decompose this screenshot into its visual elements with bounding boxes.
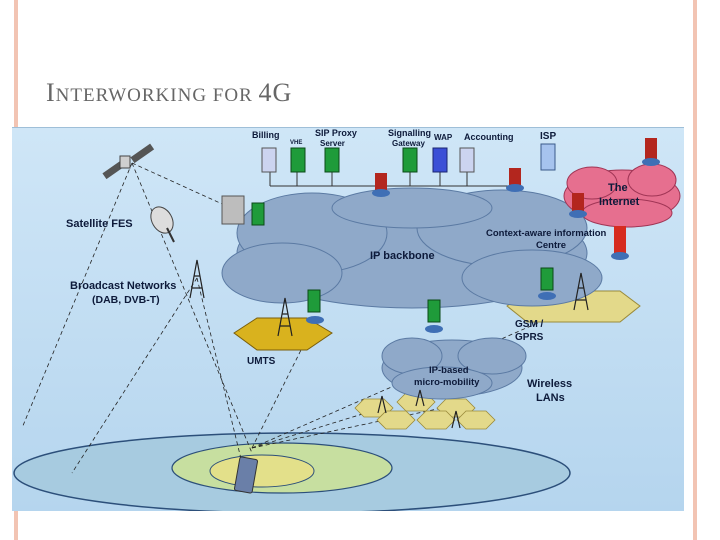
router-icon (375, 173, 387, 191)
wap-label: WAP (434, 133, 453, 142)
ip-micro-label-line1: IP-based (429, 365, 469, 376)
wlan-label-line2: LANs (536, 392, 565, 404)
ip-backbone-label: IP backbone (370, 250, 435, 262)
signalling-label-line2: Gateway (392, 139, 425, 148)
routers (372, 138, 660, 260)
sip-proxy-label-line2: Server (320, 139, 345, 148)
internet-cloud (563, 163, 681, 228)
billing-server-icon (261, 147, 277, 173)
umts-server-icon (307, 289, 321, 313)
satellite-icon (102, 143, 155, 180)
router-icon (572, 193, 584, 211)
coverage-ellipses (13, 432, 571, 511)
signalling-label-line1: Signalling (388, 128, 431, 138)
satellite-gateway-icon (221, 195, 245, 225)
router-icon (509, 168, 521, 186)
gsm-server-icon (540, 267, 554, 291)
ip-micro-label-line2: micro-mobility (414, 377, 480, 388)
context-centre-label-line1: Context-aware information (486, 228, 607, 239)
router-base-icon (538, 292, 556, 300)
umts-cell (233, 317, 333, 351)
internet-label-line2: Internet (599, 196, 640, 208)
isp-label: ISP (540, 131, 556, 142)
satellite-fes-label: Satellite FES (66, 218, 133, 230)
wlan-cells (354, 392, 496, 430)
right-border-stripe (693, 0, 697, 540)
title-four: 4 (258, 78, 273, 107)
accounting-server-icon (459, 147, 475, 173)
billing-label: Billing (252, 130, 280, 140)
wap-server-icon (432, 147, 448, 173)
gsm-label-line2: GPRS (515, 332, 544, 343)
isp-server-icon (540, 143, 556, 171)
network-diagram-svg: Billing VHE SIP Proxy Server Signalling … (13, 128, 681, 511)
network-diagram: Billing VHE SIP Proxy Server Signalling … (12, 127, 684, 511)
vhe-server-icon (290, 147, 306, 173)
router-base-icon (372, 189, 390, 197)
local-coverage-ellipse (209, 454, 315, 488)
broadcast-label-line2: (DAB, DVB-T) (92, 294, 160, 306)
antenna-towers (189, 259, 589, 429)
sip-proxy-server-icon (324, 147, 340, 173)
satellite-dish-icon (150, 206, 175, 243)
wlan-label-line1: Wireless (527, 378, 572, 390)
title-first-letter: I (46, 78, 56, 107)
access-server-icon (251, 202, 265, 226)
router-base-icon (611, 252, 629, 260)
router-base-icon (306, 316, 324, 324)
server-bus (269, 158, 513, 190)
vhe-label: VHE (290, 140, 302, 146)
micro-mobility-cloud (381, 337, 527, 400)
router-icon (645, 138, 657, 160)
micro-mobility-server-icon (427, 299, 441, 323)
ip-backbone-cloud (221, 187, 603, 309)
signalling-gateway-icon (402, 147, 418, 173)
umts-label: UMTS (247, 356, 276, 367)
context-centre-label-line2: Centre (536, 240, 566, 251)
router-base-icon (506, 184, 524, 192)
gsm-label-line1: GSM / (515, 319, 544, 330)
internet-label-line1: The (608, 182, 628, 194)
sip-proxy-label-line1: SIP Proxy (315, 128, 357, 138)
router-base-icon (569, 210, 587, 218)
title-g: G (272, 78, 293, 107)
mobile-terminal-icon (234, 456, 258, 494)
broadcast-label-line1: Broadcast Networks (70, 280, 176, 292)
title-text: NTERWORKING FOR (55, 85, 259, 106)
router-base-icon (642, 158, 660, 166)
context-centre-server-icon (614, 226, 626, 254)
accounting-label: Accounting (464, 132, 514, 142)
slide-title: INTERWORKING FOR 4G (46, 78, 292, 108)
router-base-icon (425, 325, 443, 333)
